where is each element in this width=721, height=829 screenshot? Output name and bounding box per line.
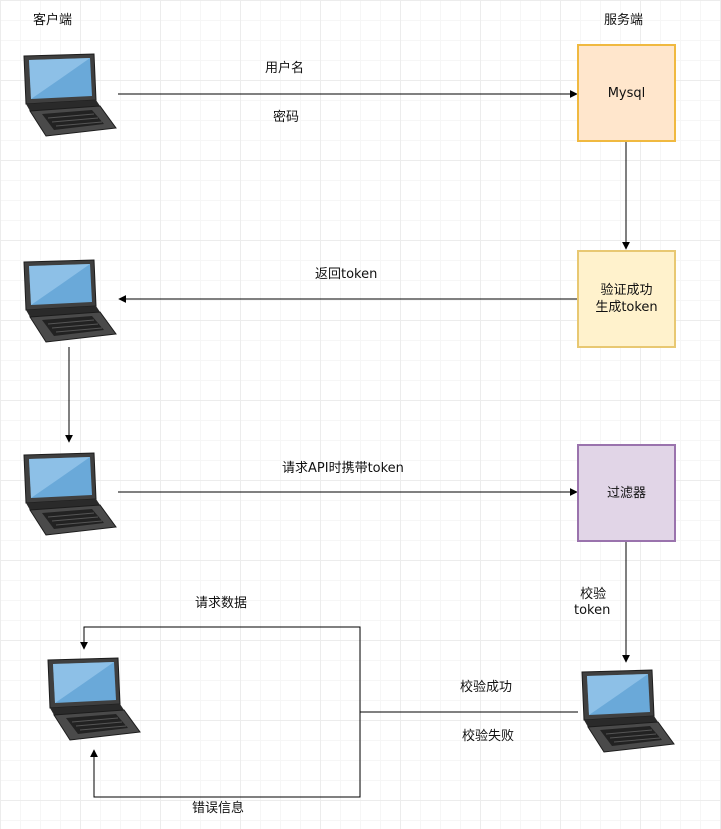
server-laptop-icon [581, 669, 675, 753]
fail-branch-arrow [90, 712, 361, 798]
request-data-label: 请求数据 [195, 596, 248, 611]
mysql-box-label: Mysql [607, 85, 646, 101]
verify-box[interactable]: 验证成功 生成token [577, 250, 676, 348]
return-token-label: 返回token [315, 267, 378, 282]
client-laptop-4-icon [47, 657, 141, 741]
verify-box-line1: 验证成功 [600, 283, 653, 298]
username-label: 用户名 [265, 61, 305, 76]
filter-box-label: 过滤器 [606, 485, 646, 501]
server-header: 服务端 [604, 13, 644, 28]
client-laptop-3-icon [23, 452, 117, 536]
client-laptop-1-icon [23, 53, 117, 137]
client-header: 客户端 [33, 13, 73, 28]
password-label: 密码 [273, 110, 300, 125]
verify-box-line2: 生成token [595, 300, 658, 315]
success-branch-arrow [80, 626, 361, 712]
mysql-box[interactable]: Mysql [577, 44, 676, 142]
verify-token-label: 校验 token [574, 587, 610, 619]
error-info-label: 错误信息 [192, 801, 245, 816]
verify-token-line1: 校验 [580, 587, 607, 602]
verify-token-line2: token [574, 603, 611, 618]
verify-success-label: 校验成功 [460, 680, 513, 695]
verify-fail-label: 校验失败 [462, 729, 515, 744]
client-laptop-2-icon [23, 259, 117, 343]
request-api-label: 请求API时携带token [282, 461, 404, 476]
filter-box[interactable]: 过滤器 [577, 444, 676, 542]
